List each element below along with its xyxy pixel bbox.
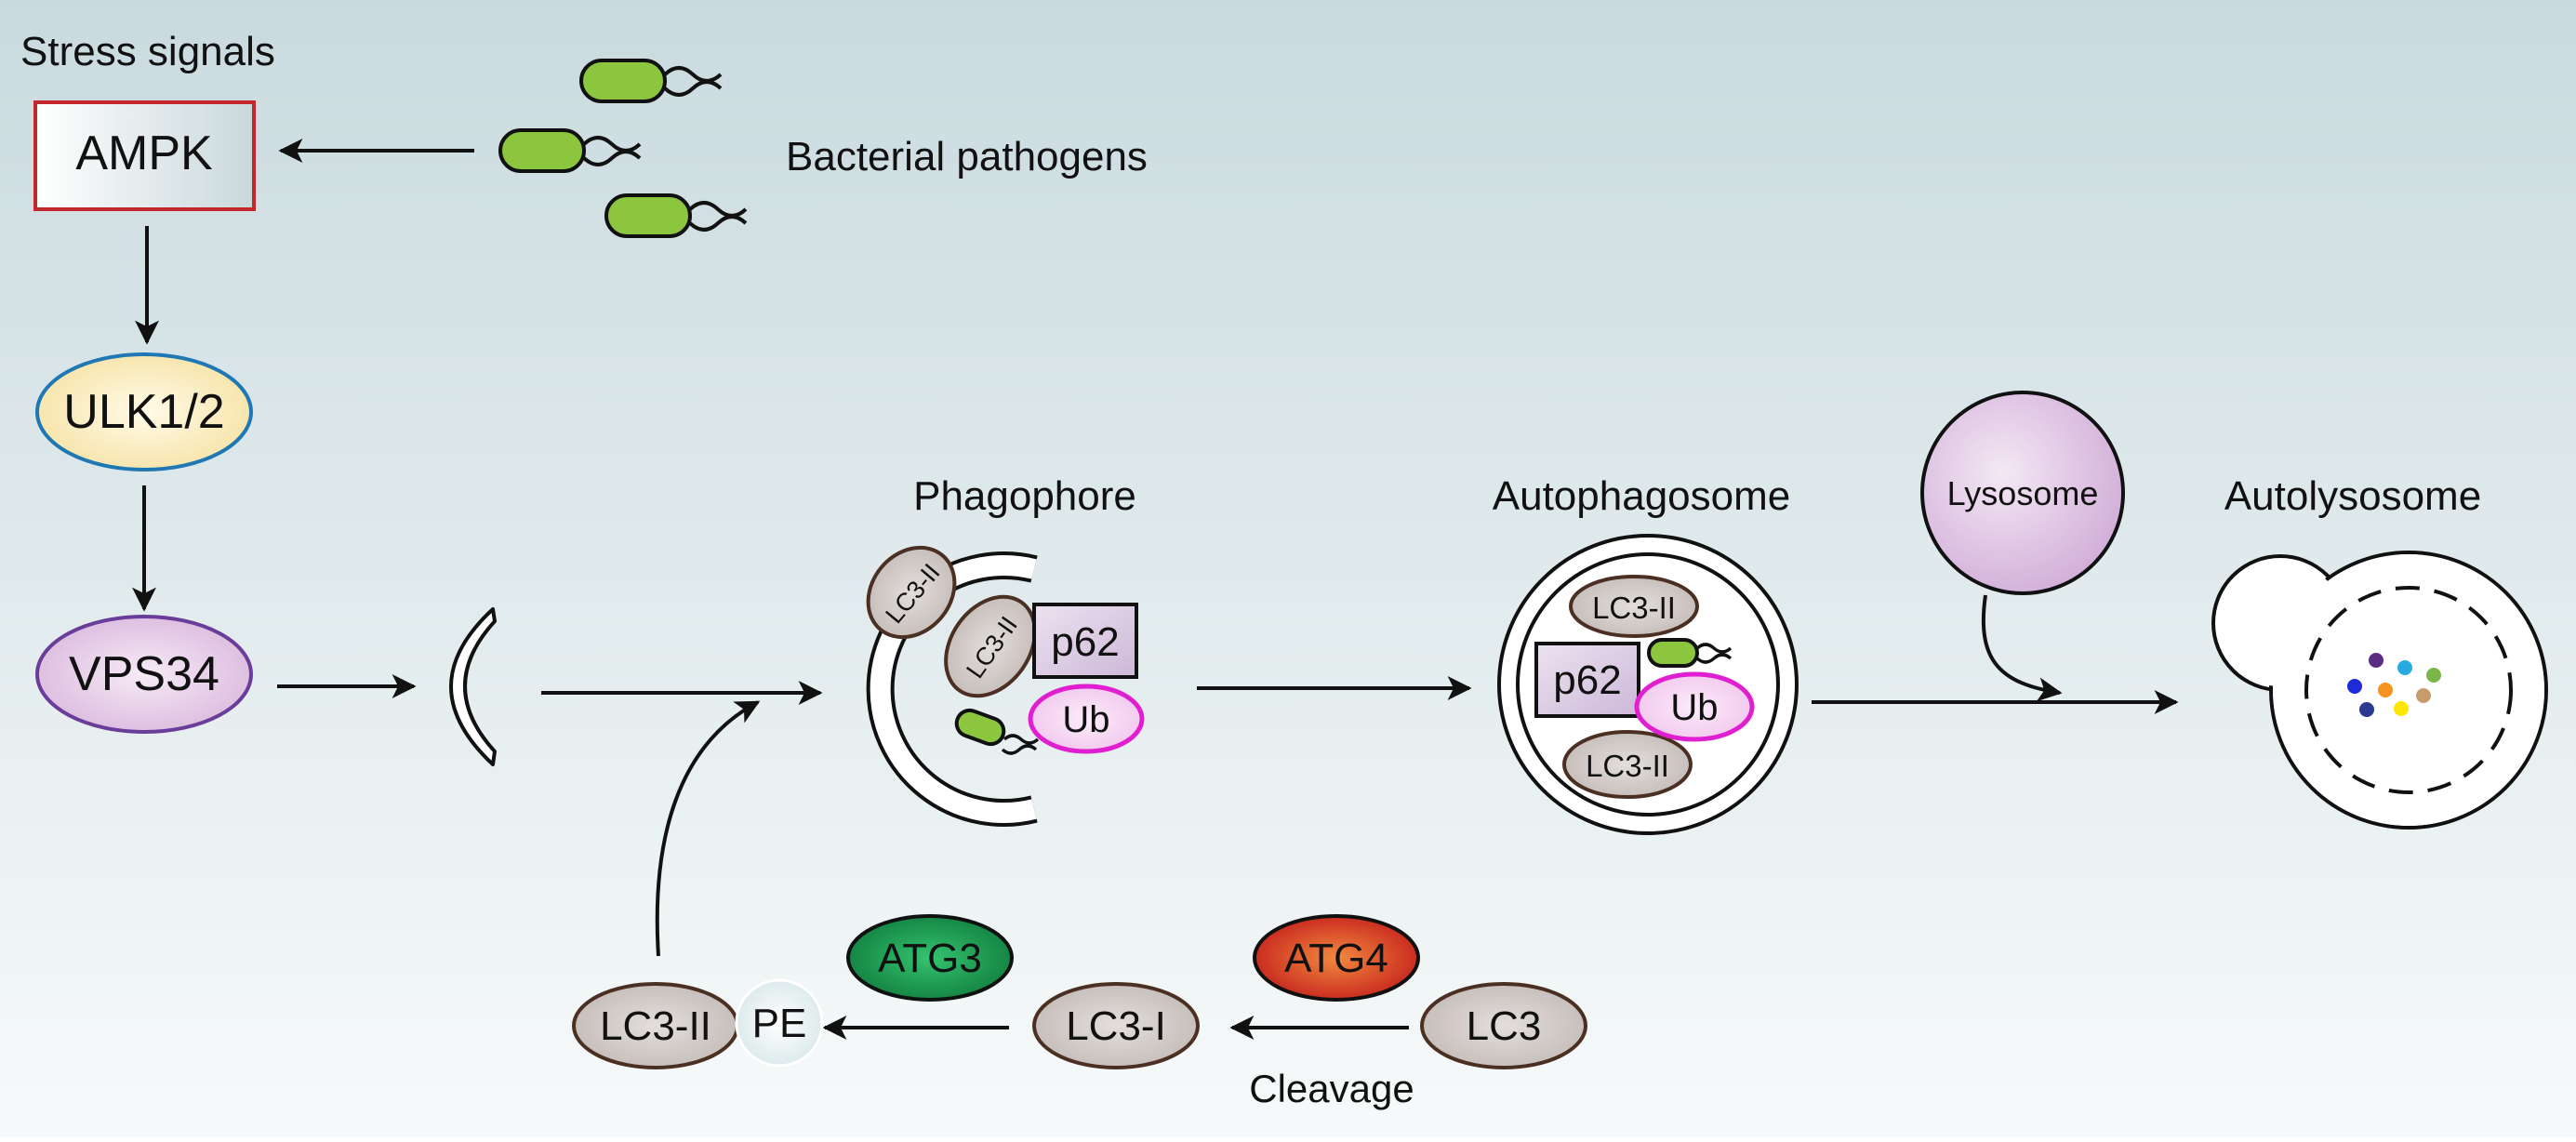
degraded-contents <box>2347 653 2441 717</box>
lysosome-node <box>1920 391 2125 595</box>
bacterial-pathogens-label: Bacterial pathogens <box>786 134 1148 179</box>
lc3i-node <box>1032 982 1200 1069</box>
ub-node <box>1634 671 1755 742</box>
phagophore <box>866 551 1038 827</box>
ulk-node <box>35 352 253 471</box>
lc3ii-marker-label: LC3-II <box>1592 591 1676 625</box>
autolysosome-label: Autolysosome <box>2224 473 2481 519</box>
cleavage-label: Cleavage <box>1249 1067 1414 1110</box>
atg3-label: ATG3 <box>878 936 982 981</box>
p62-label: p62 <box>1051 619 1119 665</box>
isolation-membrane <box>449 607 497 766</box>
lc3-label: LC3 <box>1467 1003 1542 1049</box>
pe-node <box>735 978 824 1068</box>
bacterium-icon <box>954 708 1040 755</box>
autolysosome <box>2211 551 2548 830</box>
bacterium-icon <box>579 59 723 103</box>
lc3i-label: LC3-I <box>1066 1003 1166 1049</box>
ulk-label: ULK1/2 <box>63 385 224 439</box>
arrow-lc3ii-to-phagophore <box>655 700 761 957</box>
lysosome-label: Lysosome <box>1947 474 2099 512</box>
atg3-node <box>846 914 1014 1002</box>
lc3-node <box>1420 982 1587 1069</box>
bacterium-icon <box>498 128 642 173</box>
p62-box <box>1032 603 1138 679</box>
ampk-box <box>33 100 256 211</box>
ampk-label: AMPK <box>75 126 213 180</box>
ub-label: Ub <box>1670 687 1718 728</box>
lc3ii-marker <box>866 545 957 640</box>
lc3ii-label: LC3-II <box>600 1003 711 1049</box>
stress-signals-label: Stress signals <box>20 29 275 74</box>
ub-label: Ub <box>1062 699 1109 740</box>
vps34-node <box>35 615 253 734</box>
lc3ii-marker <box>944 594 1037 698</box>
autophagosome-label: Autophagosome <box>1493 473 1790 519</box>
p62-box <box>1534 642 1640 718</box>
pe-label: PE <box>752 1001 807 1046</box>
bacterium-icon <box>1647 638 1733 668</box>
phagophore-label: Phagophore <box>913 473 1136 519</box>
atg4-label: ATG4 <box>1284 936 1388 981</box>
vps34-label: VPS34 <box>69 647 219 701</box>
bacterium-icon <box>604 193 748 238</box>
atg4-node <box>1253 914 1420 1002</box>
lc3ii-marker <box>1569 575 1699 638</box>
ub-node <box>1028 684 1145 754</box>
lc3ii-marker-label: LC3-II <box>1586 749 1669 783</box>
p62-label: p62 <box>1553 657 1621 703</box>
arrow-lysosome-to-fusion <box>1981 594 2063 702</box>
lc3ii-marker <box>1562 730 1693 799</box>
